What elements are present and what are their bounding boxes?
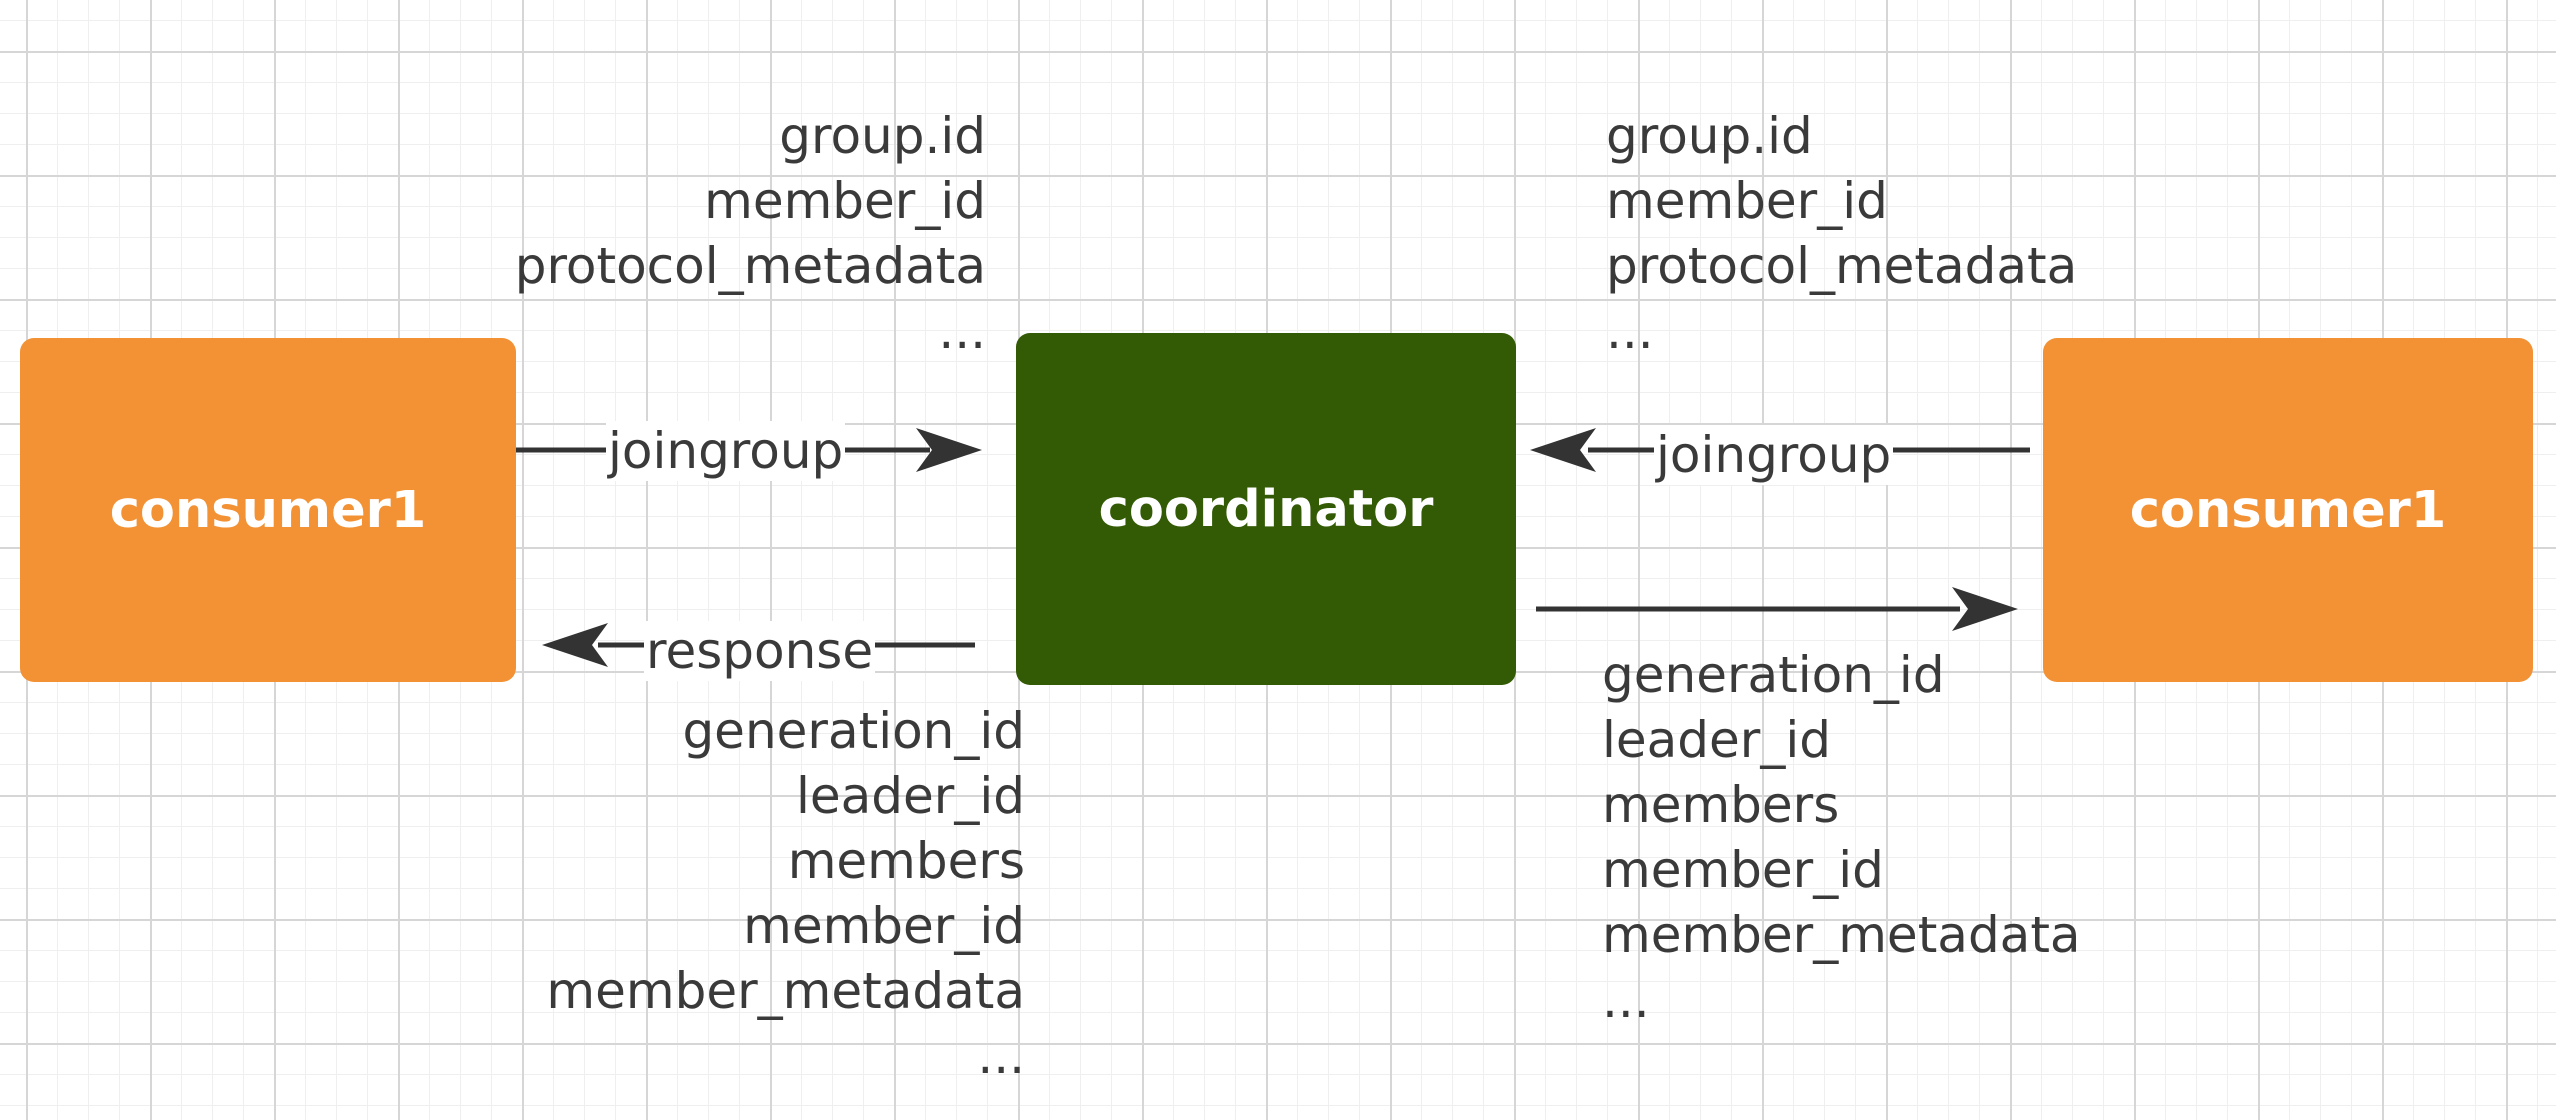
response-field: member_metadata bbox=[1602, 906, 2081, 964]
response-field: members bbox=[1602, 776, 1840, 834]
response-fields-left: generation_id leader_id members member_i… bbox=[480, 699, 1025, 1089]
request-field: protocol_metadata bbox=[514, 237, 986, 295]
consumer-left-label: consumer1 bbox=[109, 480, 427, 540]
response-field: members bbox=[787, 832, 1025, 890]
request-field: ... bbox=[1606, 302, 1654, 360]
arrowhead-right-request bbox=[1530, 428, 1596, 472]
edge-label-left-request: joingroup bbox=[606, 421, 846, 481]
consumer-left-node[interactable]: consumer1 bbox=[20, 338, 516, 682]
response-field: generation_id bbox=[682, 702, 1025, 760]
coordinator-label: coordinator bbox=[1098, 479, 1434, 539]
request-field: protocol_metadata bbox=[1606, 237, 2078, 295]
coordinator-node[interactable]: coordinator bbox=[1016, 333, 1516, 685]
response-field: ... bbox=[1602, 971, 1650, 1029]
consumer-right-label: consumer1 bbox=[2129, 480, 2447, 540]
response-field: ... bbox=[977, 1027, 1025, 1085]
response-field: member_id bbox=[1602, 841, 1884, 899]
request-fields-right: group.id member_id protocol_metadata ... bbox=[1606, 104, 2166, 364]
arrowhead-right-response bbox=[1952, 587, 2018, 631]
edge-label-left-response: response bbox=[644, 621, 876, 681]
response-field: leader_id bbox=[1602, 711, 1831, 769]
request-field: member_id bbox=[704, 172, 986, 230]
response-field: member_id bbox=[743, 897, 1025, 955]
request-field: ... bbox=[938, 302, 986, 360]
arrowhead-left-response bbox=[542, 623, 608, 667]
arrowhead-left-request bbox=[916, 428, 982, 472]
request-field: group.id bbox=[1606, 107, 1813, 165]
request-field: member_id bbox=[1606, 172, 1888, 230]
consumer-right-node[interactable]: consumer1 bbox=[2043, 338, 2533, 682]
response-field: leader_id bbox=[796, 767, 1025, 825]
edge-label-right-request: joingroup bbox=[1654, 425, 1894, 485]
request-fields-left: group.id member_id protocol_metadata ... bbox=[470, 104, 986, 364]
response-field: generation_id bbox=[1602, 646, 1945, 704]
response-field: member_metadata bbox=[546, 962, 1025, 1020]
response-fields-right: generation_id leader_id members member_i… bbox=[1602, 643, 2162, 1033]
request-field: group.id bbox=[779, 107, 986, 165]
